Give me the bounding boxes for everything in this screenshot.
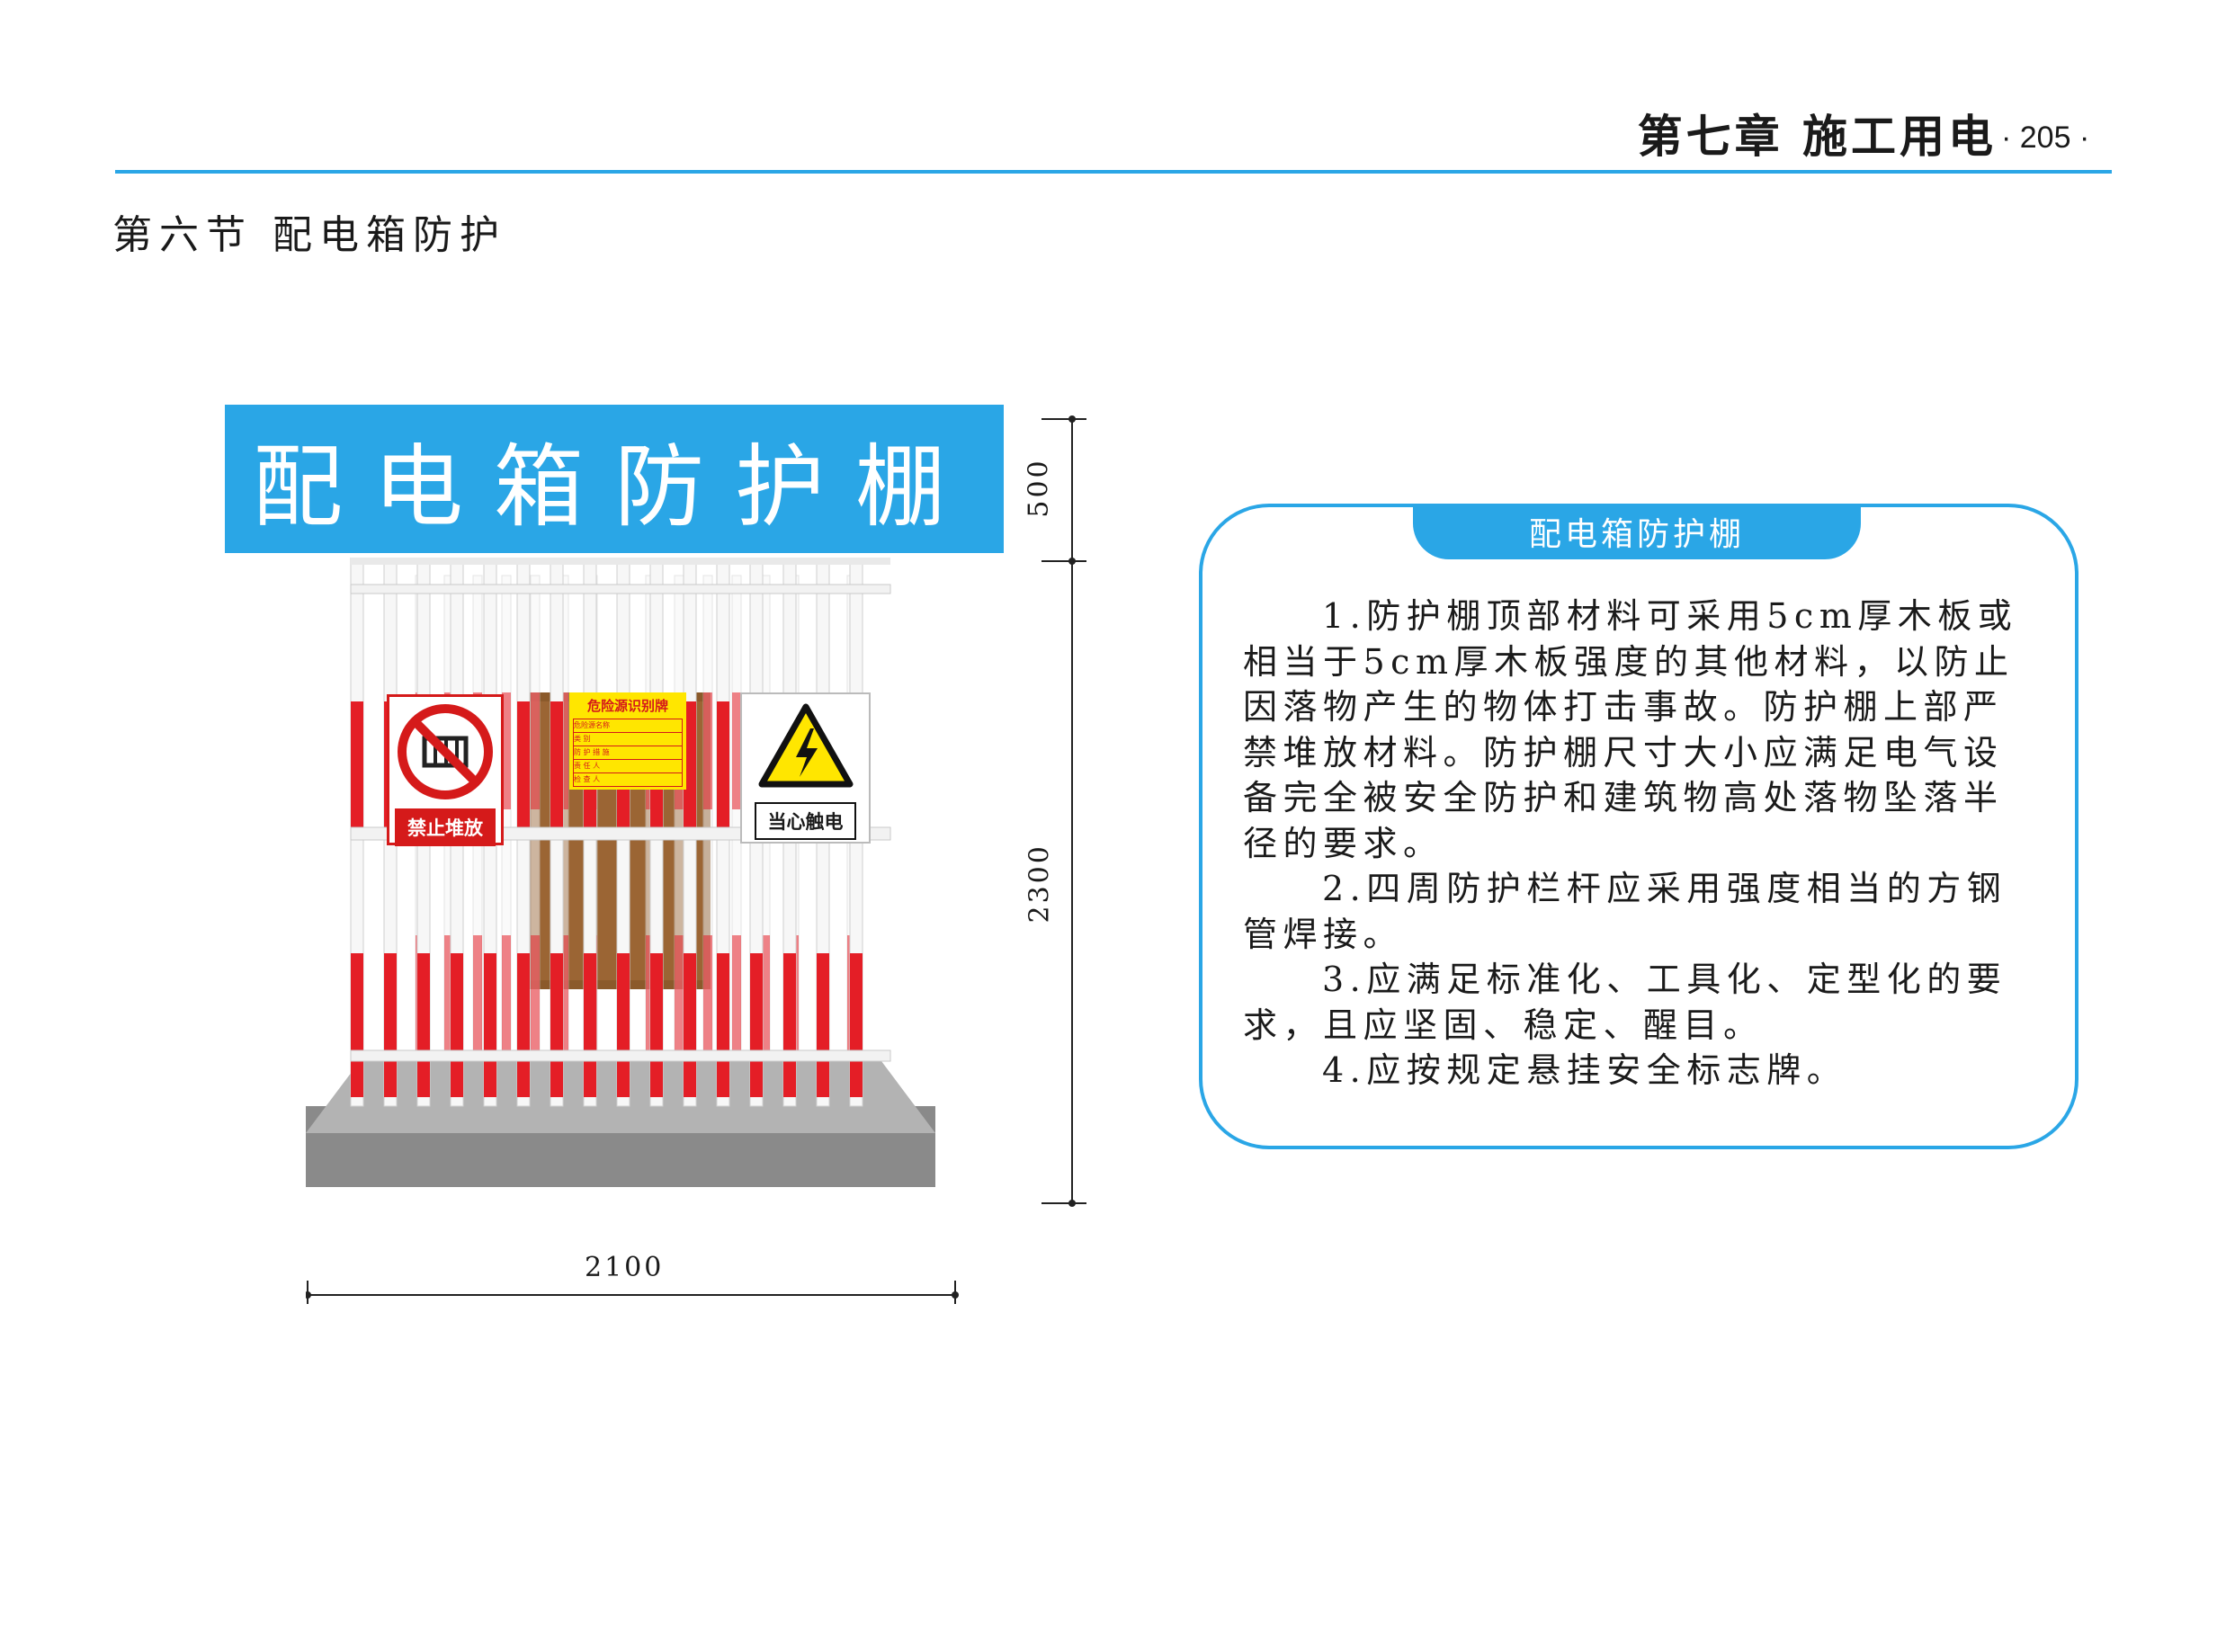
no-stacking-icon bbox=[398, 704, 493, 799]
height-dimension-line bbox=[1041, 415, 1086, 1207]
fence-bar-red-band bbox=[703, 692, 712, 809]
canopy-illustration: 配电箱防护棚 禁止堆放 危险源识别牌 危险源名称 bbox=[225, 405, 1016, 1304]
hazard-board-row: 类 别 bbox=[574, 733, 682, 746]
hazard-board-table: 危险源名称 类 别 防 护 措 施 责 任 人 检 查 人 bbox=[573, 719, 683, 787]
width-dimension-line bbox=[306, 1281, 959, 1304]
fence-bar-red-band bbox=[550, 953, 563, 1097]
fence-bar-red-band bbox=[559, 692, 568, 809]
fence-bar-red-band bbox=[750, 953, 763, 1097]
hazard-board-row: 责 任 人 bbox=[574, 760, 682, 773]
hazard-board-row: 检 查 人 bbox=[574, 775, 601, 783]
fence-bar-red-band bbox=[732, 692, 741, 809]
info-item: 3.应满足标准化、工具化、定型化的要求，且应坚固、稳定、醒目。 bbox=[1243, 960, 2007, 1045]
info-item: 4.应按规定悬挂安全标志牌。 bbox=[1322, 1050, 1847, 1090]
fence-cage-drawing bbox=[306, 558, 935, 1187]
info-item: 1.防护棚顶部材料可采用5cm厚木板或相当于5cm厚木板强度的其他材料，以防止因… bbox=[1243, 596, 2018, 863]
fence-bar-red-band bbox=[850, 953, 863, 1097]
fence-bar-red-band bbox=[417, 953, 430, 1097]
fence-bar-red-band bbox=[617, 953, 630, 1097]
fence-bar-red-band bbox=[650, 953, 663, 1097]
electric-shock-sign: 当心触电 bbox=[740, 692, 871, 844]
fence-bar-red-band bbox=[732, 935, 741, 1052]
section-title: 第六节 配电箱防护 bbox=[112, 212, 506, 258]
high-voltage-icon bbox=[758, 703, 853, 788]
fence-bar-red-band bbox=[684, 701, 696, 836]
fence-bar-red-band bbox=[817, 953, 829, 1097]
fence-bar-red-band bbox=[783, 953, 796, 1097]
fence-bar-red-band bbox=[675, 935, 684, 1052]
top-height-dimension-label: 500 bbox=[1023, 458, 1055, 518]
canopy-sign: 配电箱防护棚 bbox=[225, 405, 1004, 553]
fence-bar-red-band bbox=[703, 935, 712, 1052]
no-stacking-label: 禁止堆放 bbox=[395, 808, 496, 846]
page-number: · 205 · bbox=[2001, 121, 2090, 155]
fence-bar-red-band bbox=[531, 692, 540, 809]
fence-bar-red-band bbox=[761, 935, 770, 1052]
width-dimension-label: 2100 bbox=[585, 1252, 665, 1283]
no-stacking-sign: 禁止堆放 bbox=[387, 694, 504, 846]
fence-bar-red-band bbox=[717, 701, 729, 836]
fence-bar-red-band bbox=[502, 935, 511, 1052]
body-height-dimension-label: 2300 bbox=[1024, 844, 1056, 924]
fence-bar-red-band bbox=[584, 953, 596, 1097]
fence-bar-red-band bbox=[559, 935, 568, 1052]
chapter-title: 第七章 施工用电 bbox=[1637, 111, 1997, 163]
fence-bar-red-band bbox=[384, 953, 397, 1097]
fence-bar-red-band bbox=[444, 935, 453, 1052]
fence-bar-red-band bbox=[484, 953, 496, 1097]
hazard-board-title: 危险源识别牌 bbox=[586, 698, 668, 714]
fence-bar-red-band bbox=[717, 953, 729, 1097]
fence-bar-red-band bbox=[502, 692, 511, 809]
fence-bar-red-band bbox=[351, 701, 363, 836]
fence-bar-red-band bbox=[684, 953, 696, 1097]
info-panel-body: 1.防护棚顶部材料可采用5cm厚木板或相当于5cm厚木板强度的其他材料，以防止因… bbox=[1243, 594, 2034, 1094]
fence-bar-red-band bbox=[451, 953, 463, 1097]
fence-bar-red-band bbox=[473, 935, 482, 1052]
info-panel-title: 配电箱防护棚 bbox=[1413, 504, 1861, 559]
fence-bar-red-band bbox=[517, 953, 530, 1097]
hazard-board-row: 防 护 措 施 bbox=[574, 746, 682, 760]
electric-shock-label: 当心触电 bbox=[755, 802, 856, 840]
info-item: 2.四周防护栏杆应采用强度相当的方钢管焊接。 bbox=[1243, 869, 2007, 954]
fence-bar-red-band bbox=[550, 701, 563, 836]
hazard-board: 危险源识别牌 危险源名称 类 别 防 护 措 施 责 任 人 检 查 人 bbox=[569, 692, 686, 790]
fence-bar-red-band bbox=[517, 701, 530, 836]
fence-bar-red-band bbox=[531, 935, 540, 1052]
fence-bar-red-band bbox=[351, 953, 363, 1097]
hazard-board-row: 危险源名称 bbox=[574, 719, 682, 733]
header-divider bbox=[115, 170, 2112, 174]
